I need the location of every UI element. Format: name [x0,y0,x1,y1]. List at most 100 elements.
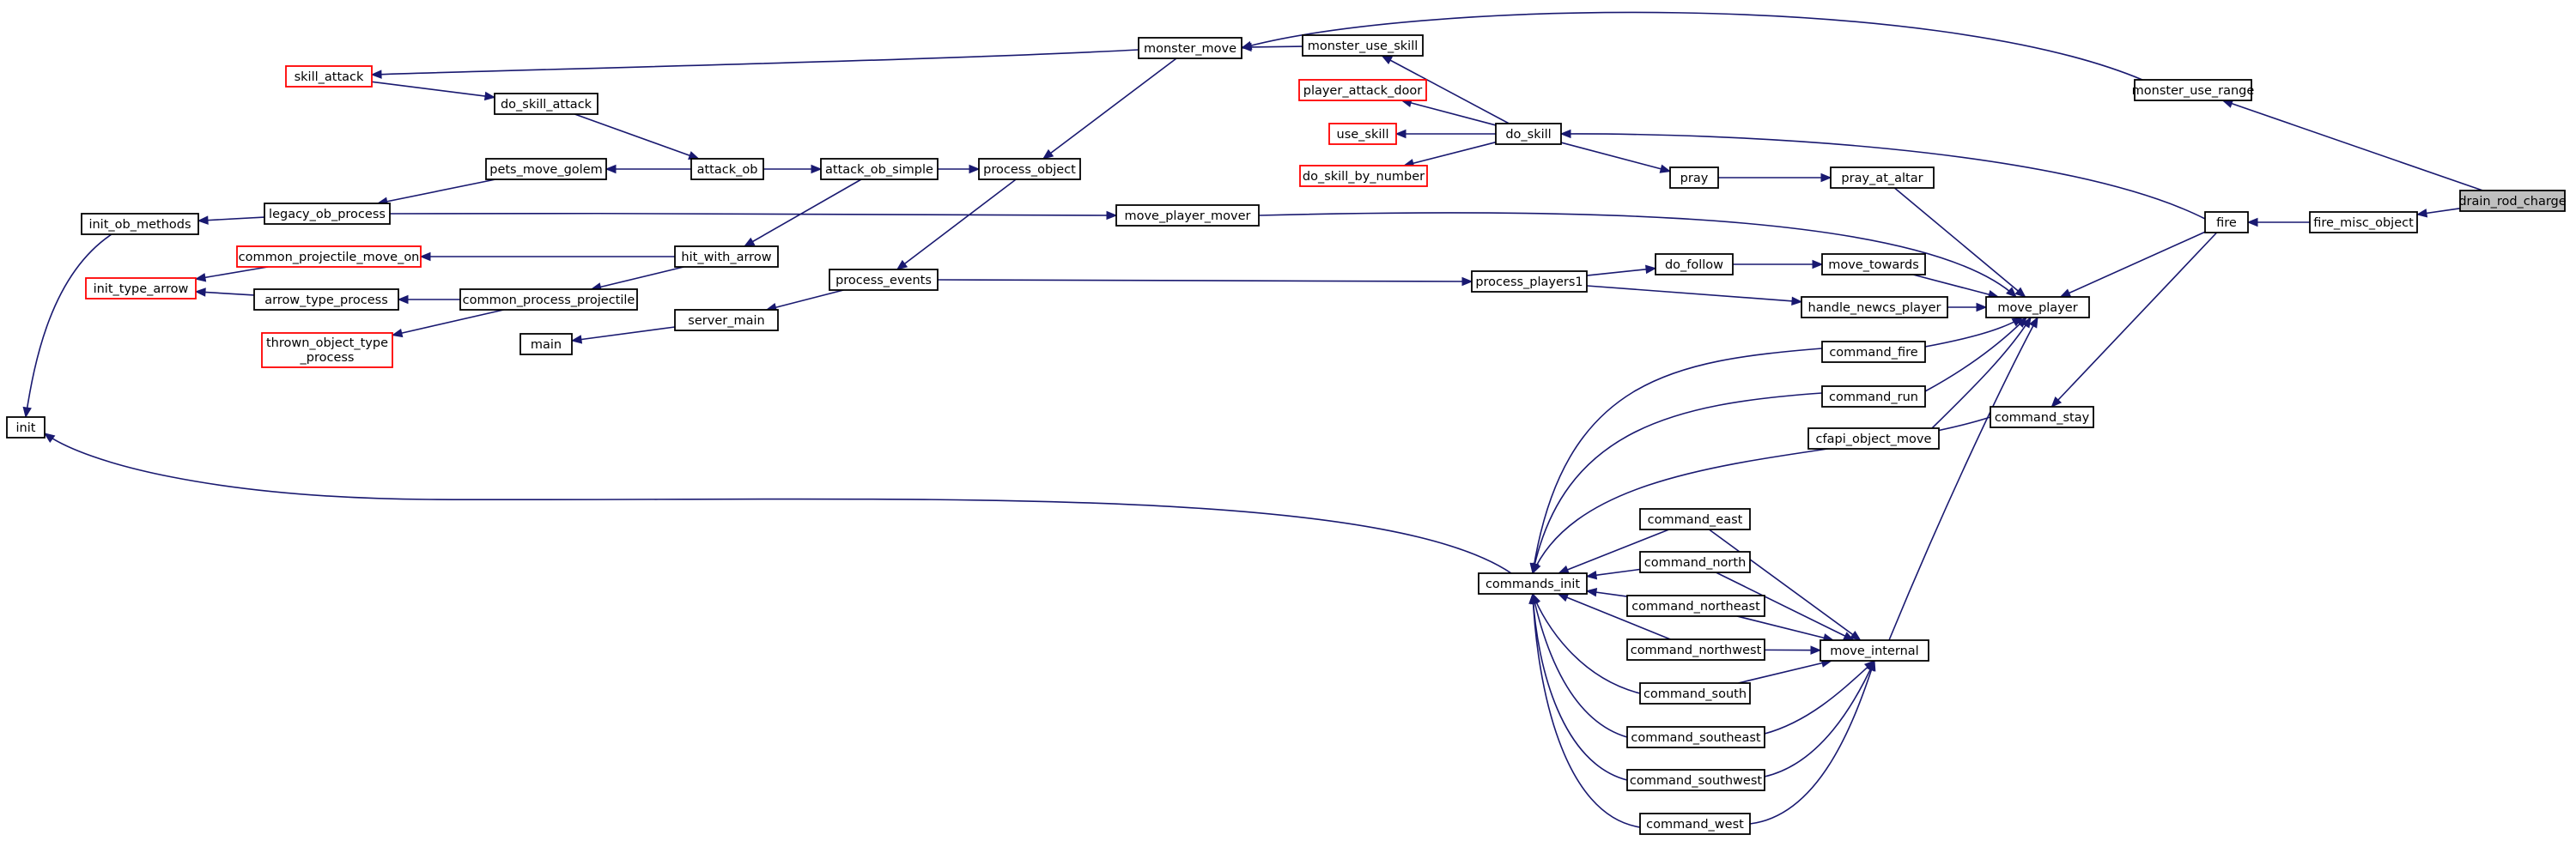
node-monster-use-range[interactable]: monster_use_range [2132,79,2255,101]
node-pray-at-altar[interactable]: pray_at_altar [1830,166,1935,189]
node-label: use_skill [1337,128,1389,142]
edge-legacy-ob-process-to-init-ob-methods [197,215,265,225]
node-command-run[interactable]: command_run [1821,385,1926,408]
node-label: pets_move_golem [489,163,603,177]
edge-line [1924,317,2023,348]
node-init-type-arrow[interactable]: init_type_arrow [85,277,197,299]
edge-command-north-to-move-internal [1715,572,1855,641]
edge-arrowhead [483,91,496,101]
node-do-skill-attack[interactable]: do_skill_attack [494,93,598,115]
edge-line [1241,11,2143,81]
edge-do-skill-to-use-skill [1394,129,1496,139]
edge-line [1924,317,2027,392]
node-common-projectile-move-on[interactable]: common_projectile_move_on [236,245,422,268]
edge-cfapi-object-move-to-move-player [1931,316,2032,429]
edge-pets-move-golem-to-legacy-ob-process [376,178,496,206]
node-label: monster_use_skill [1308,39,1419,53]
node-label: command_stay [1995,411,2090,425]
edge-line [1737,660,1832,684]
edge-arrowhead [2028,316,2038,329]
node-thrown-object-type-process[interactable]: thrown_object_type_process [261,332,393,368]
node-skill-attack[interactable]: skill_attack [285,65,373,88]
node-main[interactable]: main [519,333,573,355]
node-label: hit_with_arrow [681,251,771,264]
edge-arrowhead [22,406,32,419]
node-legacy-ob-process[interactable]: legacy_ob_process [264,203,391,225]
node-label: handle_newcs_player [1808,301,1941,315]
edge-arrowhead [1240,42,1252,52]
node-command-fire[interactable]: command_fire [1821,341,1926,363]
node-common-process-projectile[interactable]: common_process_projectile [459,288,638,311]
node-box [81,213,199,235]
node-command-southwest[interactable]: command_southwest [1626,769,1765,791]
node-arrow-type-process[interactable]: arrow_type_process [253,288,399,311]
node-handle-newcs-player[interactable]: handle_newcs_player [1801,296,1948,318]
node-attack-ob-simple[interactable]: attack_ob_simple [820,158,939,180]
node-do-follow[interactable]: do_follow [1655,253,1734,275]
node-process-events[interactable]: process_events [829,269,939,291]
node-player-attack-door[interactable]: player_attack_door [1298,79,1427,101]
edge-process-events-to-process-players1 [937,276,1473,287]
node-command-northwest[interactable]: command_northwest [1626,638,1765,661]
node-hit-with-arrow[interactable]: hit_with_arrow [674,245,779,268]
node-command-south[interactable]: command_south [1639,682,1751,705]
node-command-north[interactable]: command_north [1639,551,1751,573]
edge-line [1532,593,1641,828]
edge-monster-use-skill-to-monster-move [1240,42,1303,52]
node-commands-init[interactable]: commands_init [1478,572,1588,595]
edge-line [1912,274,1999,298]
node-move-internal[interactable]: move_internal [1820,639,1929,662]
node-move-player[interactable]: move_player [1985,296,2090,318]
edge-arrowhead [1106,210,1118,221]
edge-arrowhead [2059,288,2072,298]
node-monster-use-skill[interactable]: monster_use_skill [1302,34,1424,57]
node-cfapi-object-move[interactable]: cfapi_object_move [1807,427,1940,450]
edge-do-follow-to-move-towards [1733,259,1824,269]
edge-do-skill-attack-to-attack-ob [574,113,700,160]
node-command-southeast[interactable]: command_southeast [1626,726,1765,748]
node-fire[interactable]: fire [2204,211,2249,233]
node-monster-move[interactable]: monster_move [1138,37,1242,59]
node-box [829,269,939,291]
node-box [1626,769,1765,791]
node-command-northeast[interactable]: command_northeast [1626,595,1765,617]
node-label: do_follow [1665,258,1723,272]
node-process-players1[interactable]: process_players1 [1471,270,1588,293]
node-label: command_east [1648,513,1743,527]
edge-arrowhead [1461,276,1473,287]
edge-arrowhead [397,294,409,305]
edge-line [392,309,504,336]
edge-arrowhead [811,164,823,174]
node-do-skill[interactable]: do_skill [1495,123,1562,145]
edge-handle-newcs-player-to-move-player [1947,302,1988,312]
edge-arrowhead [194,273,207,282]
node-attack-ob[interactable]: attack_ob [690,158,764,180]
node-command-west[interactable]: command_west [1639,813,1751,835]
edge-command-run-to-move-player [1924,317,2027,392]
edge-line [1532,593,1641,694]
node-pets-move-golem[interactable]: pets_move_golem [485,158,607,180]
edge-drain-rod-charge-to-fire-misc-object [2415,207,2461,218]
node-pray[interactable]: pray [1669,166,1719,189]
edge-monster-move-to-skill-attack [370,49,1139,79]
node-init-ob-methods[interactable]: init_ob_methods [81,213,199,235]
node-fire-misc-object[interactable]: fire_misc_object [2309,211,2418,233]
node-process-object[interactable]: process_object [978,158,1081,180]
node-command-stay[interactable]: command_stay [1990,406,2094,428]
node-init[interactable]: init [6,416,46,439]
node-move-player-mover[interactable]: move_player_mover [1115,204,1260,227]
node-label: command_south [1643,687,1747,701]
node-box [1820,639,1929,662]
node-command-east[interactable]: command_east [1639,508,1751,530]
node-box [2459,190,2566,212]
edge-line [1764,660,1875,735]
node-label: command_west [1646,818,1744,832]
node-drain-rod-charge[interactable]: drain_rod_charge [2458,190,2567,212]
node-move-towards[interactable]: move_towards [1821,253,1926,275]
node-server-main[interactable]: server_main [674,309,779,331]
node-do-skill-by-number[interactable]: do_skill_by_number [1299,165,1428,187]
node-label: init [16,421,36,435]
node-use-skill[interactable]: use_skill [1328,123,1397,145]
edge-arrowhead [1042,148,1054,160]
edge-line [1888,317,2038,641]
